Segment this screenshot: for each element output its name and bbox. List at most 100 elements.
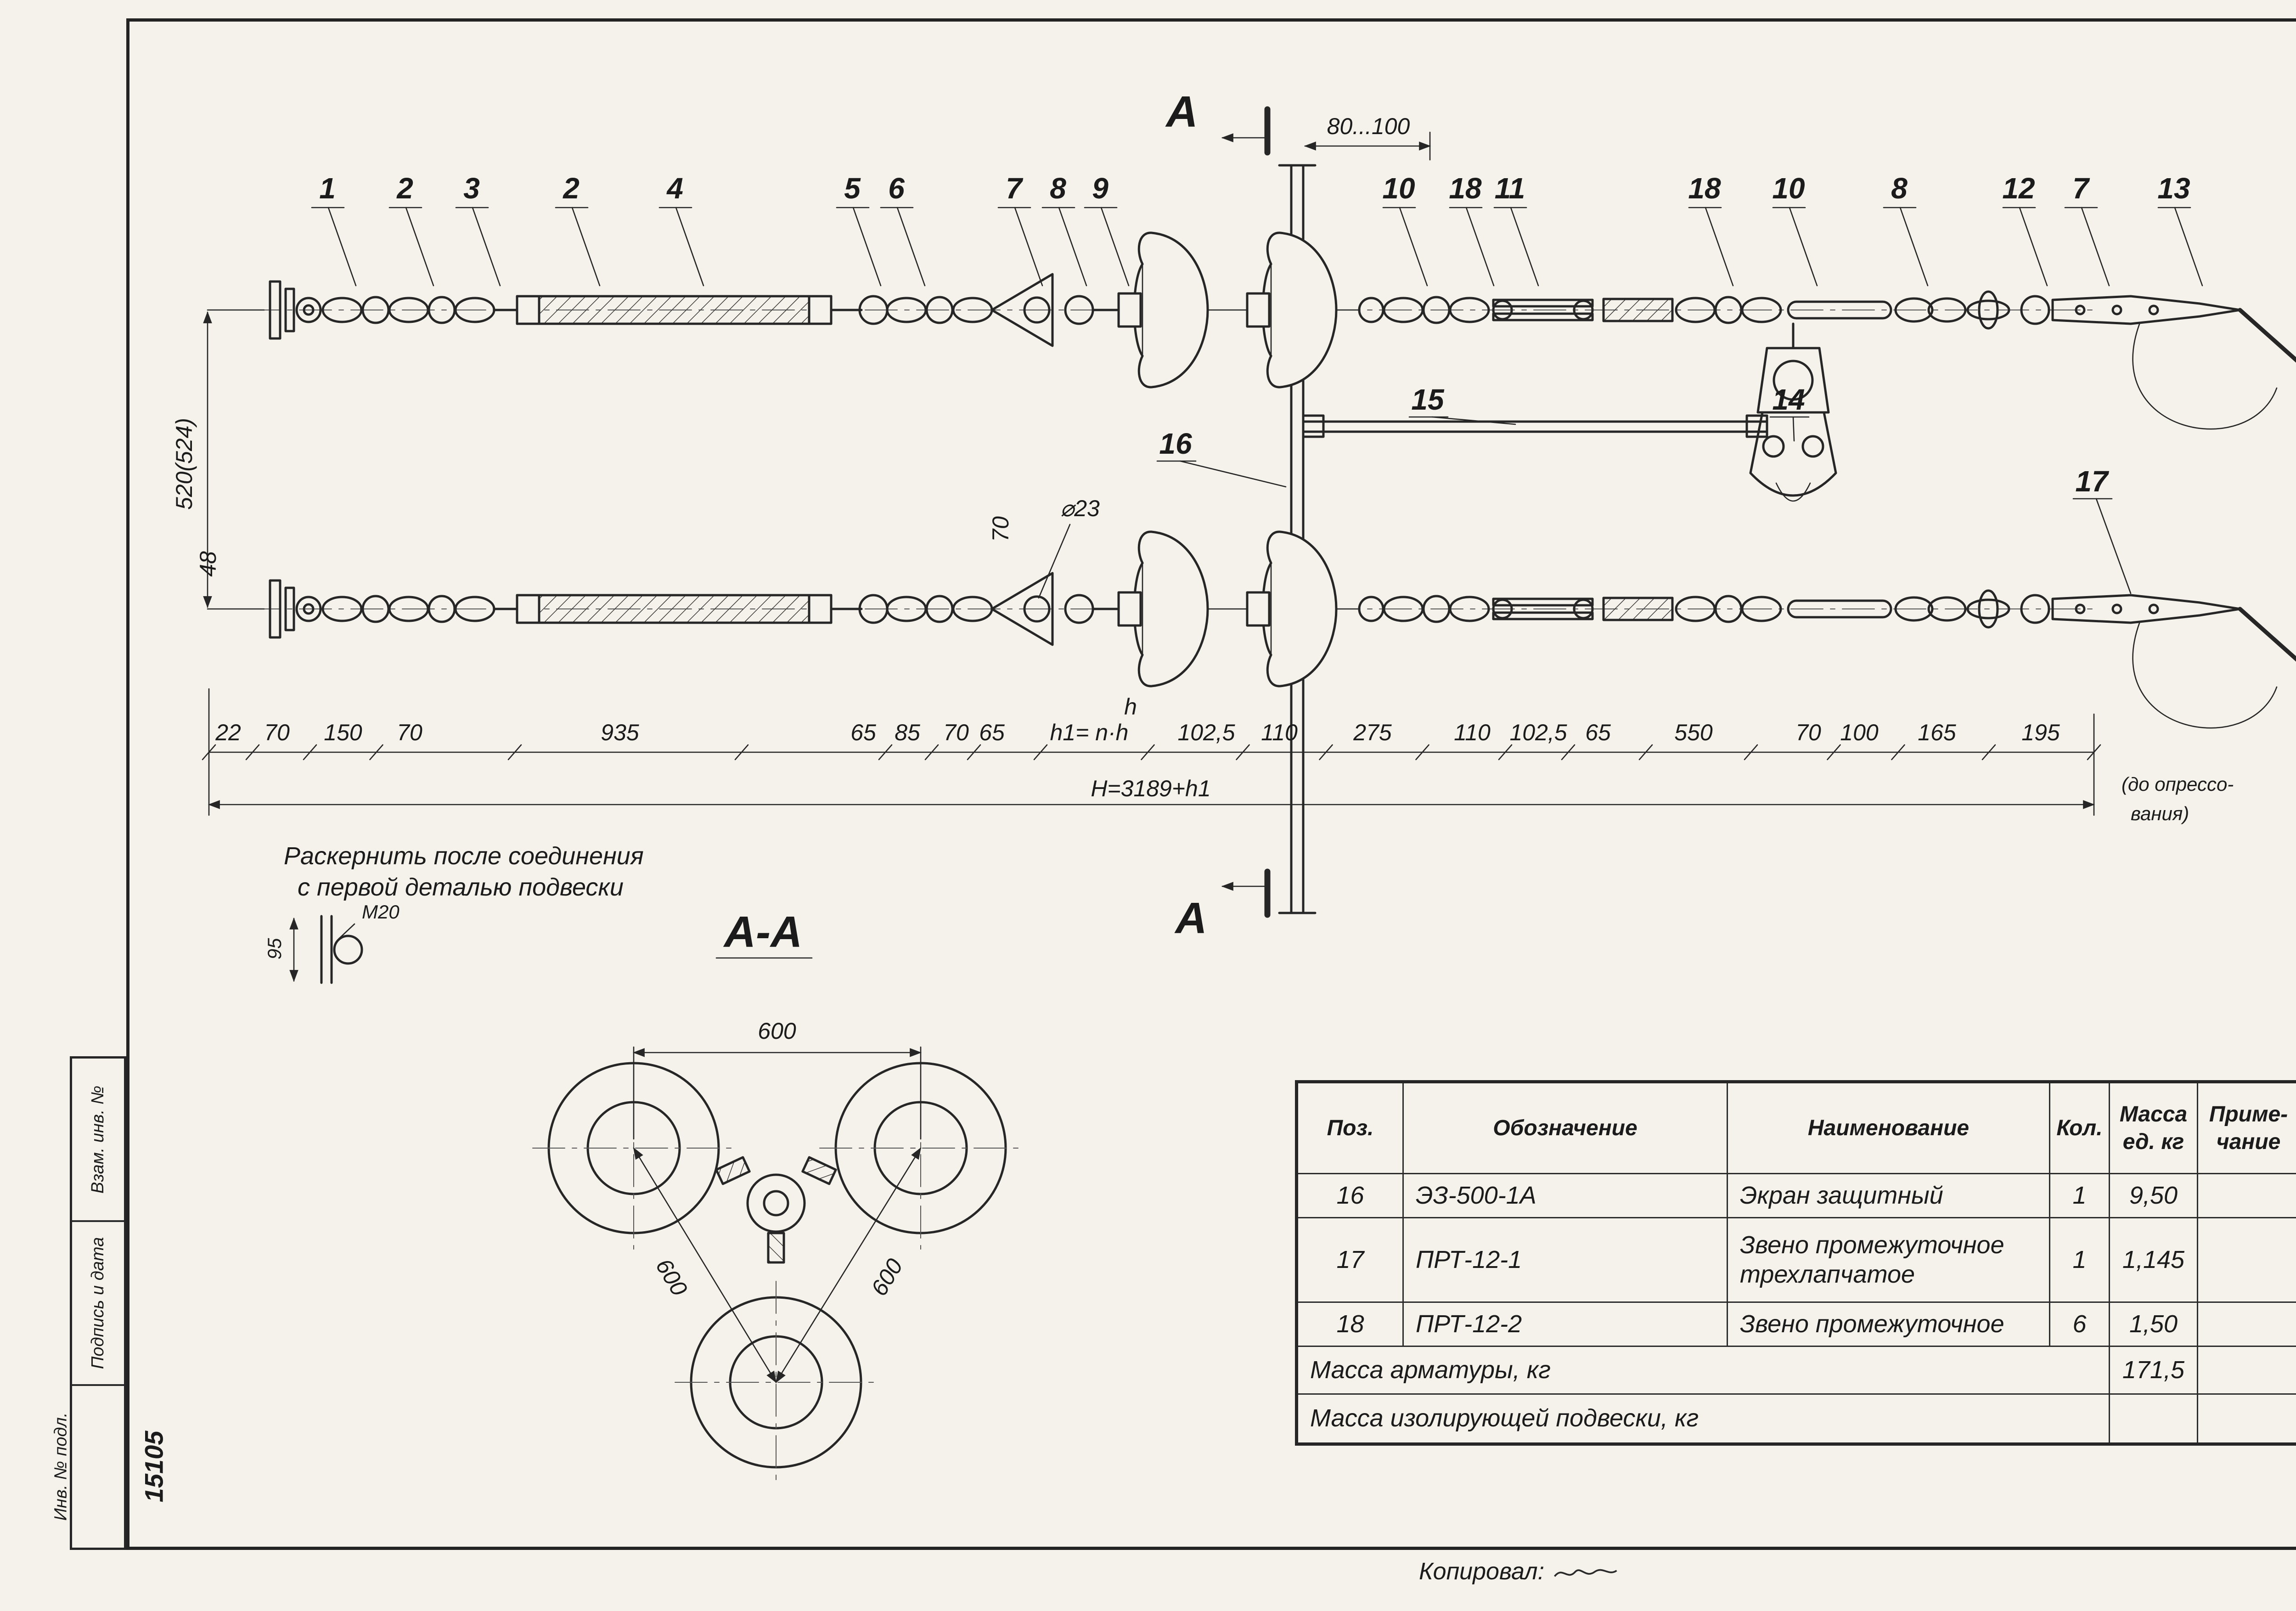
column-header: Кол.: [2050, 1083, 2110, 1174]
footer-value: [2110, 1395, 2198, 1442]
callout-number: 2: [396, 172, 413, 205]
leader-line: [2019, 207, 2048, 287]
copied-label: Копировал:: [1419, 1558, 1620, 1585]
callout-number: 3: [463, 172, 480, 205]
spec-cell-pos: 17: [1298, 1218, 1404, 1303]
leader-line: [2174, 207, 2203, 287]
dimension-label: 65: [1585, 720, 1611, 745]
dimension-tick: [2087, 744, 2101, 760]
dimension-tick: [967, 744, 981, 760]
callout-number: 18: [1688, 172, 1721, 205]
spec-cell-name: Экран защитный: [1728, 1174, 2050, 1218]
leader-line: [2081, 207, 2110, 287]
sheet-frame: [126, 18, 2296, 1550]
aa-dim-top: 600: [758, 1018, 796, 1044]
callout-number: 10: [1772, 172, 1805, 205]
spec-cell-qty: 1: [2050, 1218, 2110, 1303]
dimension-label: 935: [601, 720, 639, 745]
callout-number: 7: [2072, 172, 2090, 205]
dimension-label: 165: [1918, 720, 1956, 745]
dimension-label: 65: [850, 720, 876, 745]
dimension-tick: [1498, 744, 1513, 760]
callout-number: 18: [1449, 172, 1482, 205]
callout-number: 14: [1772, 383, 1805, 416]
dimension-tick: [1744, 744, 1758, 760]
dimension-label: 85: [895, 720, 920, 745]
stamp-cell-podpis: Подпись и дата: [72, 1222, 124, 1386]
dimension-tick: [1891, 744, 1905, 760]
press-note-1: (до опрессо-: [2122, 773, 2234, 795]
callout-number: 16: [1159, 427, 1192, 460]
callout-number: 8: [1891, 172, 1908, 205]
bottom-string: [248, 532, 2296, 728]
spec-cell-name: Звено промежуточное: [1728, 1303, 2050, 1347]
dimension-chain: [208, 688, 2095, 816]
top-gap-dim-lines: [1304, 131, 1431, 161]
copied-text: Копировал:: [1419, 1558, 1545, 1585]
spec-cell-mass: 1,145: [2110, 1218, 2198, 1303]
dimension-tick: [1236, 744, 1250, 760]
spec-cell-note: [2198, 1218, 2296, 1303]
callout-number: 6: [888, 172, 905, 205]
column-header: Поз.: [1298, 1083, 1404, 1174]
leader-line: [1899, 207, 1929, 287]
signature-scribble: [1553, 1569, 1617, 1577]
dimension-tick: [924, 744, 939, 760]
dimension-tick: [1981, 744, 1996, 760]
dimension-label: 22: [215, 720, 241, 745]
callout-number: 11: [1495, 172, 1525, 205]
dimension-tick: [1561, 744, 1576, 760]
section-label: А-А: [723, 907, 803, 957]
stamp-label: Подпись и дата: [88, 1237, 108, 1369]
callout-number: 15: [1411, 383, 1445, 416]
callout-number: 8: [1050, 172, 1066, 205]
dimension-label: h1= n·h: [1050, 720, 1129, 745]
leader-line: [571, 207, 601, 287]
section-letter-bottom: А: [1174, 894, 1207, 943]
note-sketch: [289, 915, 363, 984]
diameter-label: ⌀23: [1060, 496, 1100, 521]
spec-cell-code: ПРТ-12-2: [1404, 1303, 1728, 1347]
leader-line: [1431, 416, 1516, 425]
section-view: [532, 957, 1022, 1484]
leader-line: [896, 207, 926, 287]
press-note-2: вания): [2131, 803, 2189, 824]
spec-cell-pos: 16: [1298, 1174, 1404, 1218]
leader-line: [1058, 207, 1087, 287]
dimension-label: 110: [1454, 720, 1491, 745]
leader-line: [852, 207, 882, 287]
leader-line: [675, 207, 704, 287]
dimension-label: 70: [264, 720, 290, 745]
dimension-tick: [1033, 744, 1048, 760]
top-string: [248, 233, 2296, 429]
stamp-cell-inv: Инв. № подл. 15105: [51, 1386, 168, 1548]
callout-number: 12: [2002, 172, 2035, 205]
dimension-tick: [202, 744, 216, 760]
leader-line: [2095, 498, 2132, 594]
stamp-label: Инв. № подл.: [51, 1412, 71, 1521]
callout-number: 4: [666, 172, 683, 205]
note-line-1: Раскернить после соединения: [284, 842, 644, 870]
leader-line: [1705, 207, 1734, 287]
dimension-tick: [878, 744, 893, 760]
leader-line: [1179, 460, 1287, 488]
callout-number: 10: [1382, 172, 1415, 205]
spec-cell-qty: 6: [2050, 1303, 2110, 1347]
callout-number: 7: [1006, 172, 1024, 205]
dimension-label: 102,5: [1509, 720, 1567, 745]
footer-label: Масса изолирующей подвески, кг: [1298, 1395, 2110, 1442]
dimension-tick: [1638, 744, 1653, 760]
left-dim: 520(524): [171, 418, 197, 510]
callout-number: 5: [844, 172, 861, 205]
column-header: Обозначение: [1404, 1083, 1728, 1174]
yoke-assembly: [1302, 322, 1837, 502]
leader-line: [1399, 207, 1428, 287]
note-line-2: с первой деталью подвески: [298, 873, 624, 901]
overall-dim: Н=3189+h1: [1091, 776, 1210, 801]
dimension-tick: [1319, 744, 1333, 760]
callout-number: 17: [2075, 465, 2110, 498]
